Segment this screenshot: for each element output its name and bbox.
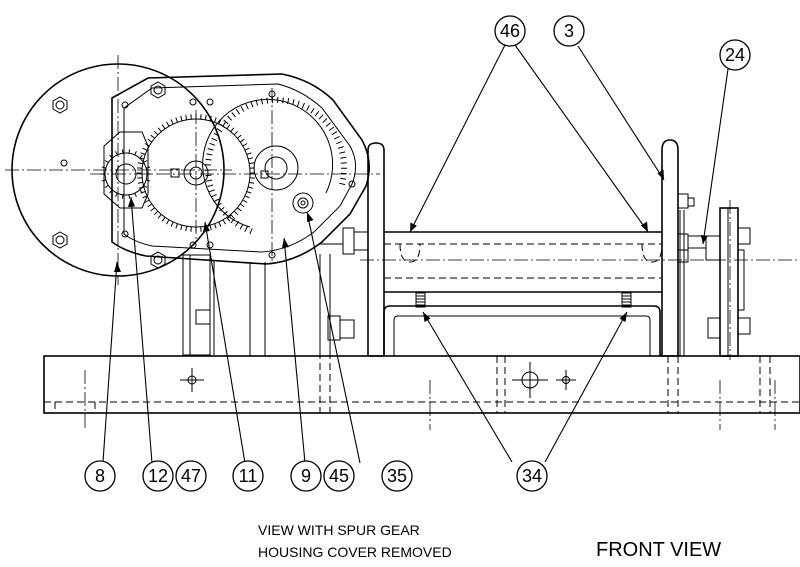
svg-text:9: 9 — [301, 466, 311, 486]
callout-35: 35 — [381, 460, 413, 492]
cable-drum — [360, 231, 800, 308]
callout-11: 11 — [232, 460, 264, 492]
callout-46: 46 — [494, 15, 526, 47]
base-frame — [43, 330, 800, 430]
callout-3: 3 — [553, 15, 585, 47]
svg-text:8: 8 — [95, 466, 105, 486]
svg-text:3: 3 — [564, 21, 574, 41]
callout-12: 12 — [142, 460, 174, 492]
callout-45: 45 — [323, 460, 355, 492]
gear-teeth — [101, 96, 347, 235]
brake-assembly — [707, 200, 751, 360]
motor-side-mount — [182, 254, 266, 356]
svg-text:34: 34 — [522, 466, 542, 486]
view-caption-line-1: VIEW WITH SPUR GEAR — [258, 522, 420, 538]
drum-channel-base — [383, 305, 661, 356]
leader-lines — [102, 44, 729, 464]
callout-34: 34 — [516, 460, 548, 492]
motor-housing — [5, 55, 232, 285]
right-end-plate — [661, 139, 721, 357]
spur-gear-housing — [103, 73, 370, 265]
svg-text:12: 12 — [148, 466, 168, 486]
svg-text:24: 24 — [725, 45, 745, 65]
view-caption-line-2: HOUSING COVER REMOVED — [258, 544, 452, 560]
svg-text:46: 46 — [500, 21, 520, 41]
svg-text:11: 11 — [239, 466, 258, 486]
leader-arrowheads — [114, 169, 708, 322]
view-title: FRONT VIEW — [596, 539, 722, 561]
callout-24: 24 — [719, 39, 751, 71]
callout-9: 9 — [290, 460, 322, 492]
callout-8: 8 — [84, 460, 116, 492]
svg-text:47: 47 — [181, 466, 201, 486]
gear-train — [90, 98, 380, 240]
svg-text:35: 35 — [387, 466, 407, 486]
svg-text:45: 45 — [329, 466, 349, 486]
left-end-plate — [319, 142, 385, 357]
callout-47: 47 — [175, 460, 207, 492]
